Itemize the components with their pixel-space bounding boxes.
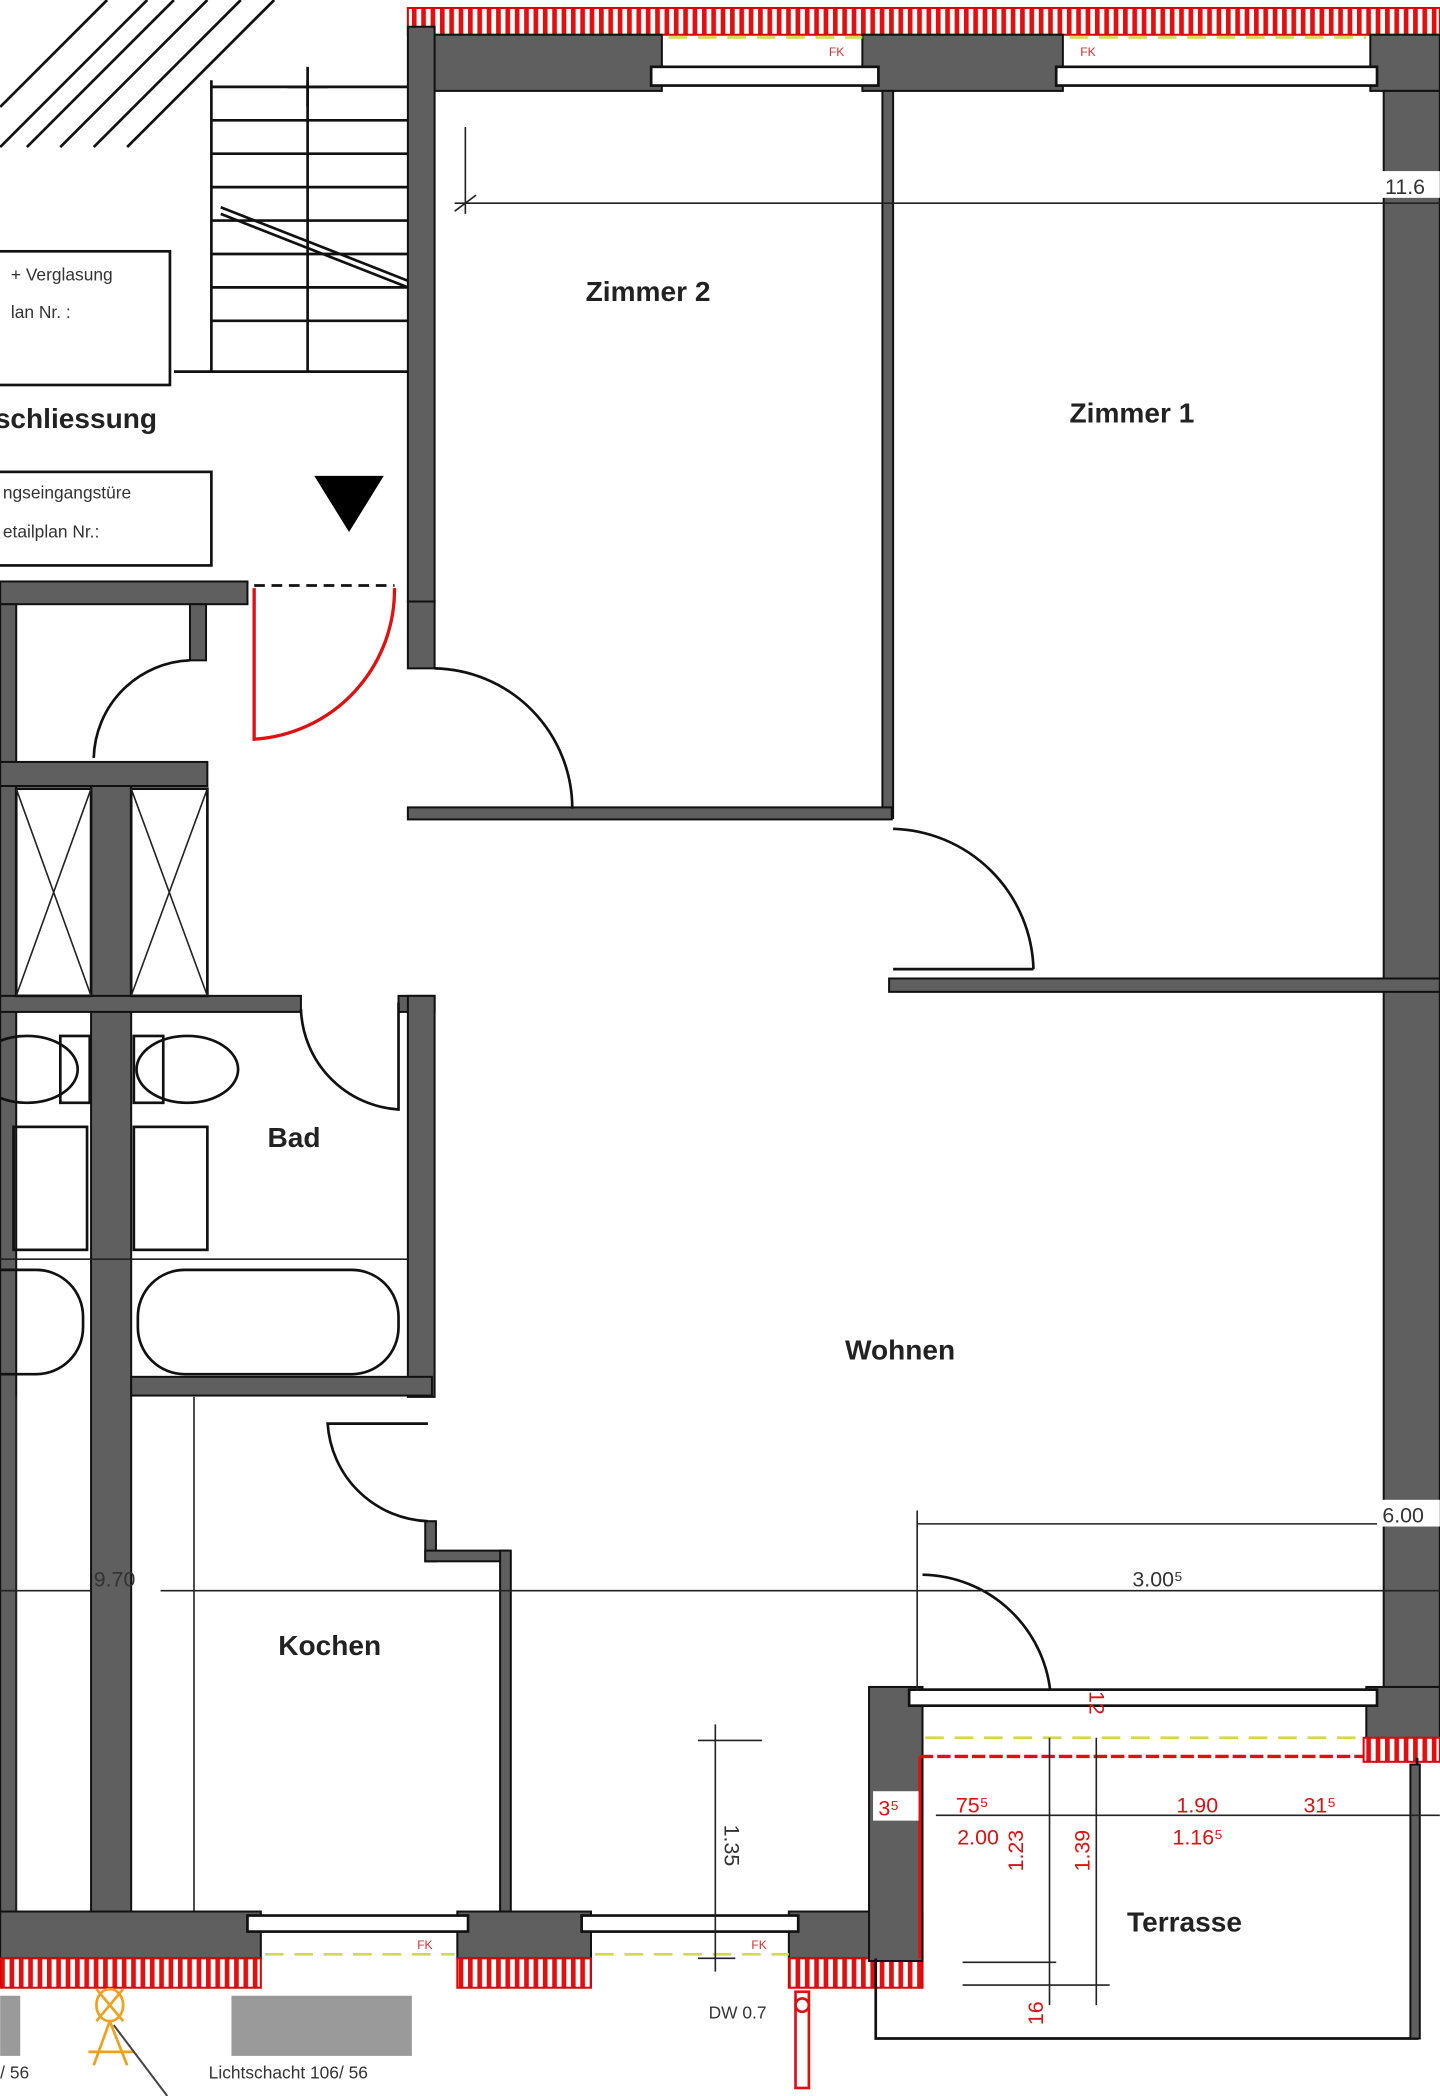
dimension-label: 2.00 xyxy=(957,1826,999,1850)
window-label: FK xyxy=(1080,45,1095,59)
door-note-box xyxy=(0,470,213,567)
dimension-label: 11.6 xyxy=(1385,175,1425,199)
entrance-arrow-icon xyxy=(314,475,384,533)
glazing-note-text: + Verglasung xyxy=(11,265,113,285)
downpipe-icon xyxy=(794,1997,811,2014)
room-label-zimmer-1: Zimmer 1 xyxy=(1070,397,1195,428)
door-note-text: ngseingangstüre xyxy=(3,483,131,503)
walls xyxy=(0,25,1440,1929)
dimension-label: 3.00⁵ xyxy=(1132,1568,1182,1592)
dimension-label: 3⁵ xyxy=(878,1796,899,1820)
leader-line xyxy=(112,2024,169,2096)
door-plan-text: etailplan Nr.: xyxy=(3,521,100,541)
dimension-label: 6.00 xyxy=(1382,1504,1424,1528)
room-label-zimmer-2: Zimmer 2 xyxy=(586,276,711,307)
glazing-plan-text: lan Nr. : xyxy=(11,302,71,322)
top-exterior-wall: FK FK xyxy=(406,7,1440,92)
dimension-label: 1.39 xyxy=(1071,1830,1095,1872)
bathtub-icon xyxy=(136,1268,400,1376)
bottom-exterior-wall: FK FK xyxy=(0,1910,924,1989)
dimension-label: 16 xyxy=(1024,2001,1048,2025)
downpipe-label: DW 0.7 xyxy=(709,2002,767,2022)
entrance-door xyxy=(252,588,397,741)
room-label-terrasse: Terrasse xyxy=(1127,1907,1242,1938)
glazing-note-box xyxy=(0,249,172,387)
downpipe xyxy=(794,1990,811,2090)
lightwell-label: Lichtschacht 106/ 56 xyxy=(209,2063,368,2083)
room-label-wohnen: Wohnen xyxy=(845,1334,955,1365)
room-label-bad: Bad xyxy=(268,1122,321,1153)
window-zimmer1 xyxy=(1054,65,1379,87)
dimension-label: 1.23 xyxy=(1004,1830,1028,1872)
window-label: FK xyxy=(751,1938,766,1952)
toilet-icon xyxy=(135,1034,240,1105)
survey-marker-icon xyxy=(88,1987,134,2066)
dimension-label: 31⁵ xyxy=(1303,1794,1336,1818)
dimension-label: 1.35 xyxy=(720,1825,744,1867)
doors xyxy=(92,584,1053,1698)
dimension-label: 75⁵ xyxy=(956,1794,989,1818)
dimension-label: 1.16⁵ xyxy=(1172,1826,1222,1850)
window-label: FK xyxy=(417,1938,432,1952)
shafts xyxy=(14,787,209,1912)
section-heading: schliessung xyxy=(0,403,157,434)
dimension-label: 9.70 xyxy=(94,1568,136,1592)
staircase xyxy=(0,0,409,373)
terrace xyxy=(868,1685,1440,2040)
lightwell-label: / 56 xyxy=(0,2063,29,2083)
dimension-lines xyxy=(0,126,1440,1972)
lightwell xyxy=(231,1995,412,2056)
dimension-label: 1.90 xyxy=(1176,1794,1218,1818)
window-label: FK xyxy=(829,45,844,59)
lightwell-left xyxy=(0,1995,21,2056)
shower-icon xyxy=(132,1125,209,1252)
dimension-label: 12 xyxy=(1085,1691,1109,1715)
room-label-kochen: Kochen xyxy=(278,1630,381,1661)
bathroom-fixtures xyxy=(0,1034,408,1376)
window-zimmer2 xyxy=(649,65,880,87)
